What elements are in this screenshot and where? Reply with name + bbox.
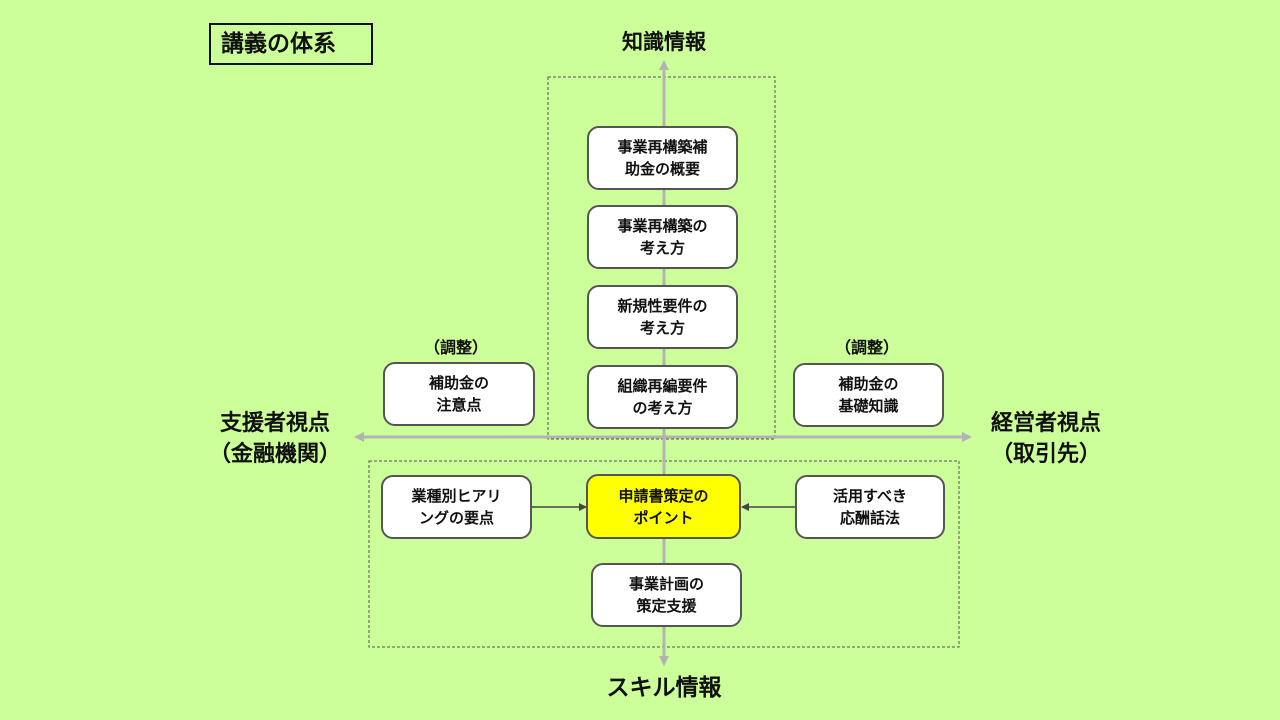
adjustment-note-right: （調整） <box>835 338 900 357</box>
axis-label-right-line2: （取引先） <box>990 442 1101 467</box>
page-title: 講義の体系 <box>209 23 373 65</box>
axis-label-left-line2: （金融機関） <box>208 442 341 467</box>
node-novelty-requirements: 新規性要件の 考え方 <box>587 285 738 349</box>
node-response-techniques: 活用すべき 応酬話法 <box>795 475 945 539</box>
axis-label-top: 知識情報 <box>622 30 706 54</box>
node-application-points: 申請書策定の ポイント <box>586 474 741 539</box>
node-subsidy-basics: 補助金の 基礎知識 <box>793 363 944 427</box>
adjustment-note-left: （調整） <box>424 338 489 357</box>
node-subsidy-overview: 事業再構築補 助金の概要 <box>587 126 738 190</box>
node-subsidy-notes: 補助金の 注意点 <box>383 362 535 426</box>
knowledge-group-box <box>547 76 776 440</box>
node-business-plan-support: 事業計画の 策定支援 <box>591 563 742 627</box>
node-restructuring-approach: 事業再構築の 考え方 <box>587 205 738 269</box>
node-industry-hearing: 業種別ヒアリ ングの要点 <box>381 475 532 539</box>
axis-label-left-line1: 支援者視点 <box>219 411 330 436</box>
axis-label-right-line1: 経営者視点 <box>990 411 1101 436</box>
axis-label-bottom: スキル情報 <box>606 675 722 701</box>
node-reorganization-requirements: 組織再編要件 の考え方 <box>587 365 738 429</box>
